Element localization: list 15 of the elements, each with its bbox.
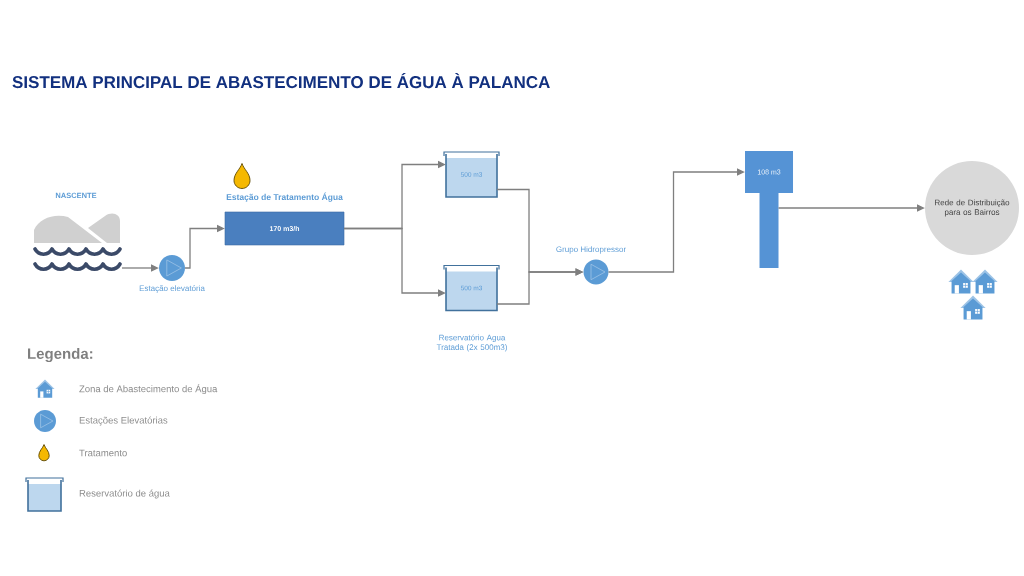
legend-text: Reservatório de água xyxy=(79,489,170,499)
legend-title: Legenda: xyxy=(28,347,93,363)
heading: Estação de Tratamento Água xyxy=(226,192,343,202)
node-label: Estação elevatória xyxy=(139,285,205,293)
arrow xyxy=(777,204,925,212)
node-label: Grupo Hidropressor xyxy=(556,246,626,254)
legend-text: Tratamento xyxy=(79,449,127,457)
caption: Reservatório Agua Tratada (2x 500m3) xyxy=(436,334,507,352)
arrow xyxy=(607,168,745,273)
legend-text: Zona de Abastecimento de Água xyxy=(79,383,218,395)
legend-text: Estações Elevatórias xyxy=(79,416,168,426)
arrow xyxy=(343,227,446,297)
arrow xyxy=(121,264,159,272)
title: SISTEMA PRINCIPAL DE ABASTECIMENTO DE ÁGUA À PALANCA xyxy=(12,72,550,89)
arrow xyxy=(184,224,225,269)
